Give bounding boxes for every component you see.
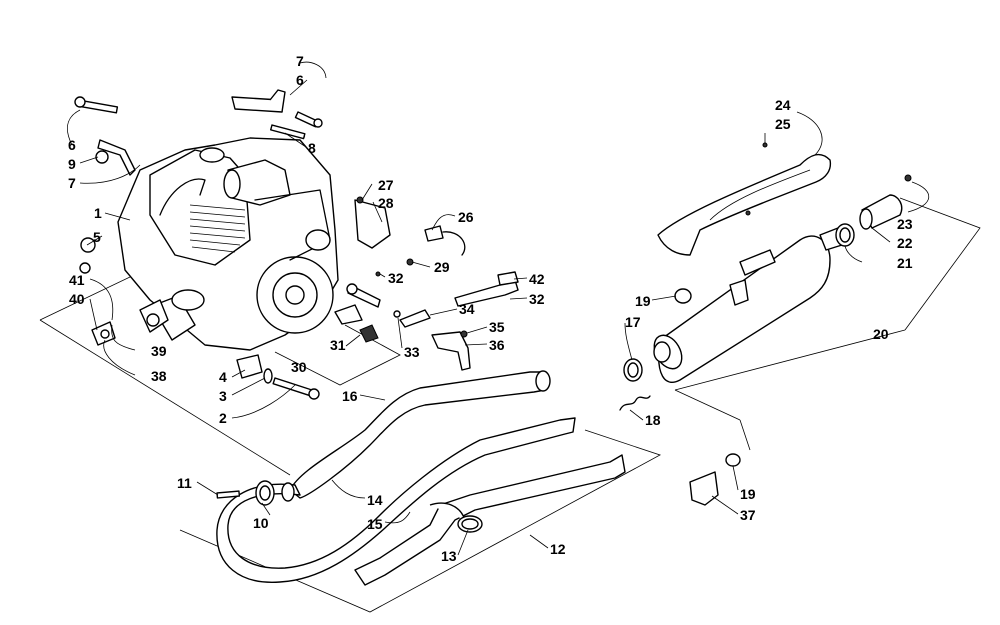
callout-23: 23 xyxy=(897,216,913,232)
exhaust-gasket xyxy=(216,480,275,506)
callout-36: 36 xyxy=(489,337,505,353)
callout-32: 32 xyxy=(529,291,545,307)
leader-lines xyxy=(67,61,930,556)
coolant-bracket xyxy=(354,196,391,249)
callout-10: 10 xyxy=(253,515,269,531)
callout-7: 7 xyxy=(296,53,304,69)
callout-21: 21 xyxy=(897,255,913,271)
callout-42: 42 xyxy=(529,271,545,287)
engine-mount-bolt-lower xyxy=(236,354,320,400)
callout-2: 2 xyxy=(219,410,227,426)
exhaust-heat-shield xyxy=(354,454,626,586)
callout-16: 16 xyxy=(342,388,358,404)
pipe-clamp xyxy=(457,515,483,533)
callout-5: 5 xyxy=(93,229,101,245)
muffler-group-frame xyxy=(674,197,981,451)
callout-14: 14 xyxy=(367,492,383,508)
callout-27: 27 xyxy=(378,177,394,193)
callout-38: 38 xyxy=(151,368,167,384)
callout-19: 19 xyxy=(740,486,756,502)
callout-1: 1 xyxy=(94,205,102,221)
sensor-wire-harness xyxy=(406,225,466,266)
spark-arrestor-parts xyxy=(835,174,912,247)
callout-6: 6 xyxy=(296,72,304,88)
callout-19: 19 xyxy=(635,293,651,309)
rear-exhaust-pipe xyxy=(216,417,576,583)
callout-15: 15 xyxy=(367,516,383,532)
muffler-heat-shield xyxy=(657,142,832,256)
callout-33: 33 xyxy=(404,344,420,360)
callout-12: 12 xyxy=(550,541,566,557)
callout-35: 35 xyxy=(489,319,505,335)
callout-25: 25 xyxy=(775,116,791,132)
callout-41: 41 xyxy=(69,272,85,288)
callout-30: 30 xyxy=(291,359,307,375)
callout-13: 13 xyxy=(441,548,457,564)
callout-9: 9 xyxy=(68,156,76,172)
callout-24: 24 xyxy=(775,97,791,113)
callout-22: 22 xyxy=(897,235,913,251)
callout-37: 37 xyxy=(740,507,756,523)
muffler-grommet xyxy=(674,288,692,304)
engine-mount-left-parts xyxy=(79,237,96,274)
callout-39: 39 xyxy=(151,343,167,359)
callout-3: 3 xyxy=(219,388,227,404)
callout-7: 7 xyxy=(68,175,76,191)
sensor-bracket-parts xyxy=(91,321,116,346)
spring-and-gasket xyxy=(619,358,651,411)
bracket-group-frame xyxy=(274,324,401,386)
hose-bracket xyxy=(454,271,519,307)
callout-numbers: 7 6 8 6 9 7 1 5 41 40 39 38 27 28 26 29 … xyxy=(68,53,913,564)
callout-29: 29 xyxy=(434,259,450,275)
bracket-group-parts xyxy=(334,271,471,371)
exhaust-pipe-group-frame xyxy=(179,429,662,613)
callout-28: 28 xyxy=(378,195,394,211)
muffler-mount-bracket xyxy=(689,453,741,506)
callout-32: 32 xyxy=(388,270,404,286)
callout-4: 4 xyxy=(219,369,227,385)
callout-34: 34 xyxy=(459,301,475,317)
callout-11: 11 xyxy=(177,475,192,491)
engine-assembly xyxy=(117,137,339,351)
callout-18: 18 xyxy=(645,412,661,428)
callout-40: 40 xyxy=(69,291,85,307)
callout-8: 8 xyxy=(308,140,316,156)
callout-17: 17 xyxy=(625,314,641,330)
callout-6: 6 xyxy=(68,137,76,153)
engine-mount-bracket-upper xyxy=(231,89,323,140)
front-exhaust-pipe xyxy=(289,370,551,499)
callout-26: 26 xyxy=(458,209,474,225)
callout-20: 20 xyxy=(873,326,889,342)
callout-31: 31 xyxy=(330,337,346,353)
engine-mount-bolt-left xyxy=(74,96,136,176)
